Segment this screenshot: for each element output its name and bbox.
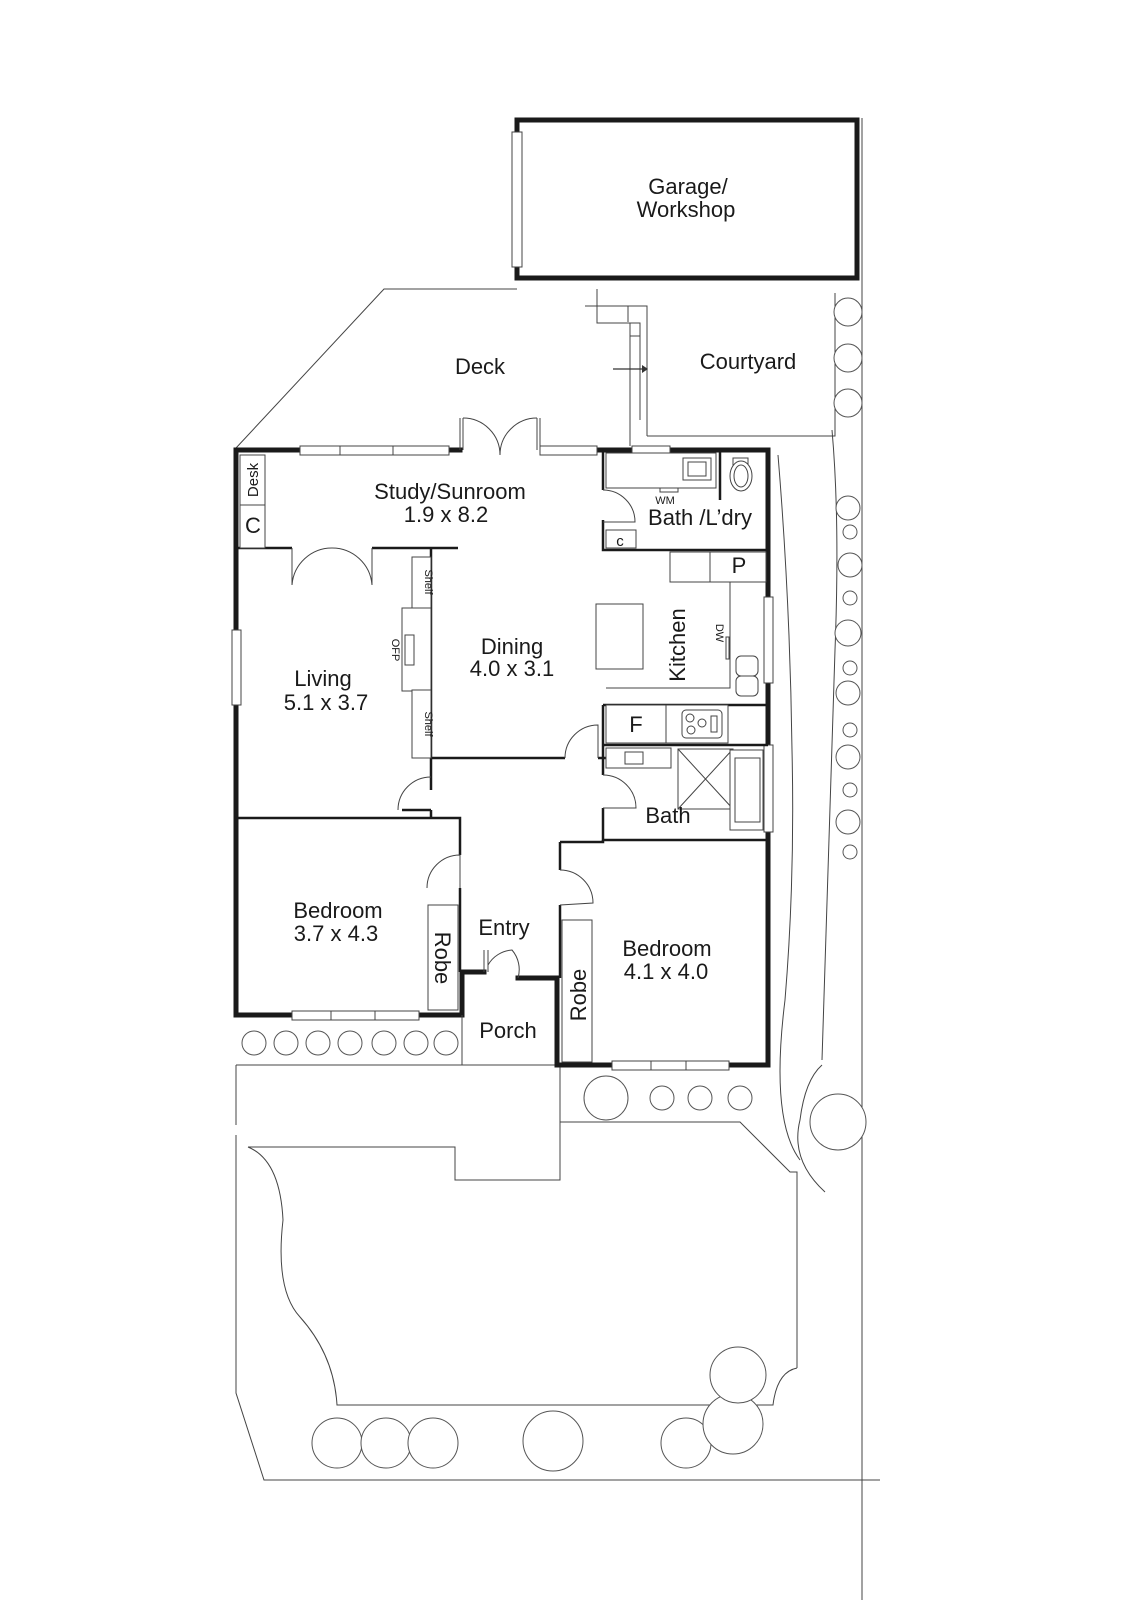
room-label-living: Living [294,666,351,691]
room-label-courtyard: Courtyard [700,349,797,374]
room-dims-living: 5.1 x 3.7 [284,690,368,715]
room-label-study: Study/Sunroom [374,479,526,504]
room-label-bath-laundry: Bath /L’dry [648,505,752,530]
room-label-entry: Entry [478,915,529,940]
room-label-garage: Garage/ [648,174,728,199]
robe-label-2: Robe [566,969,591,1022]
desk-fixture [239,454,266,506]
robe-fixture-2 [561,919,593,1063]
fixture-labels: Desk C WM c P Shelf OFP Shelf DW F Robe … [245,462,746,1021]
room-label-bath: Bath [645,803,690,828]
garage [511,117,860,281]
desk-label: Desk [245,462,262,497]
french-door-deck [459,417,541,456]
windows [231,445,774,1071]
robe-label-1: Robe [430,932,455,985]
room-dims-dining: 4.0 x 3.1 [470,656,554,681]
site-boundary [235,118,880,1600]
deck-outline [235,288,836,449]
shelf-label-2: Shelf [422,711,434,737]
cupboard-label: C [245,513,261,538]
cupboard-small-label: c [616,533,624,550]
room-dims-bedroom-2: 4.1 x 4.0 [624,959,708,984]
trees [241,297,867,1472]
room-dims-bedroom-1: 3.7 x 4.3 [294,921,378,946]
room-labels: Garage/ Workshop Deck Courtyard Study/Su… [284,174,796,1043]
shrub-row-front [241,1030,867,1151]
room-label-garage-line2: Workshop [637,197,736,222]
dishwasher-label: DW [713,624,725,643]
fixtures [239,452,767,1065]
fireplace-label: OFP [389,639,401,662]
room-dims-study: 1.9 x 8.2 [404,502,488,527]
room-label-dining: Dining [481,634,543,659]
sink-icon [735,655,759,677]
shrub-row-side [833,297,863,860]
garden-path-lower [797,1064,826,1193]
dining-table [595,603,644,670]
shelf-label-1: Shelf [422,569,434,595]
washing-machine-label: WM [655,495,675,507]
arrow-head-icon [642,365,648,373]
tree-row-rear [311,1346,767,1472]
room-label-porch: Porch [479,1018,536,1043]
fence-line [821,429,838,1061]
pantry-label: P [732,553,747,578]
room-label-bedroom-1: Bedroom [293,898,382,923]
room-label-kitchen: Kitchen [665,608,690,681]
room-label-bedroom-2: Bedroom [622,936,711,961]
cupboard-fixture [239,504,266,549]
garden-path-inner [777,454,801,1161]
fridge-label: F [629,712,642,737]
room-label-deck: Deck [455,354,506,379]
robe-fixture-1 [427,904,459,1011]
